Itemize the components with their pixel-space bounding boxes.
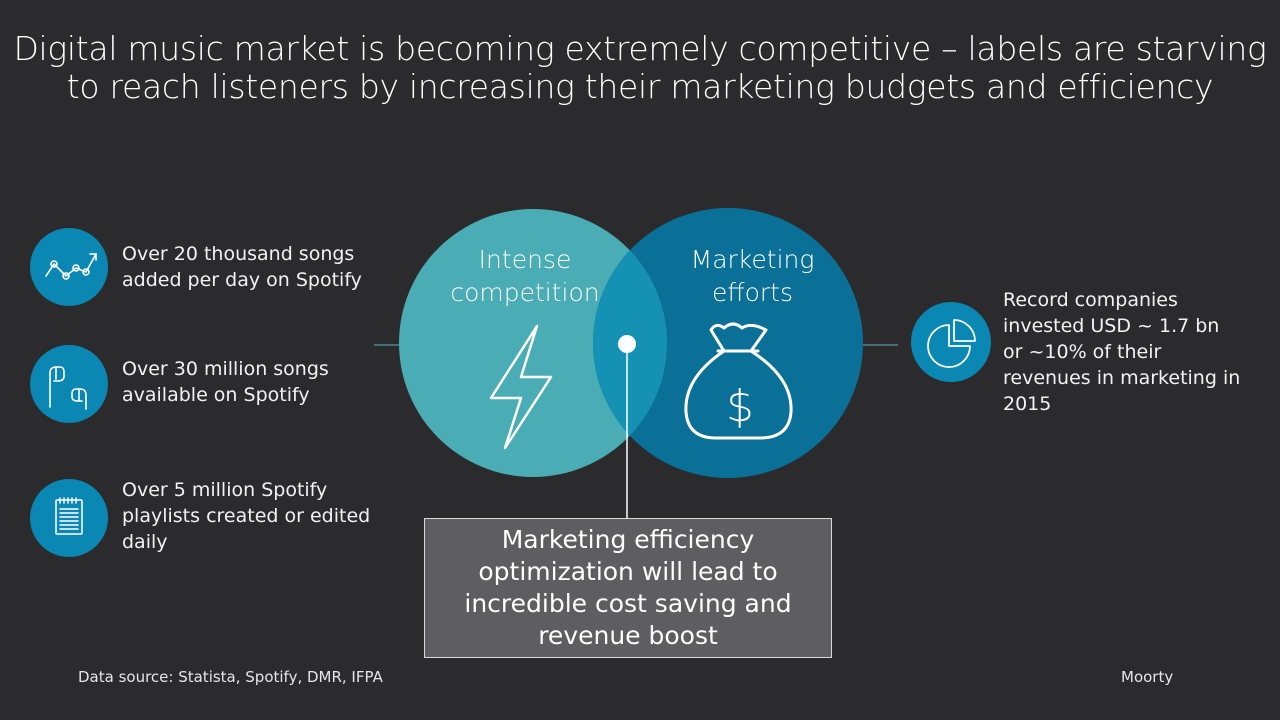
venn-right-label: Marketing efforts bbox=[690, 245, 815, 307]
pie-chart-icon bbox=[911, 302, 991, 382]
slide-title: Digital music market is becoming extreme… bbox=[13, 29, 1267, 106]
brand-name: Moorty bbox=[1121, 668, 1174, 686]
line-chart-icon bbox=[30, 228, 108, 306]
stat-text: Over 5 million Spotify playlists created… bbox=[122, 479, 371, 553]
right-stat-text: Record companies invested USD ~ 1.7 bn o… bbox=[1003, 289, 1241, 415]
venn-left-circle bbox=[399, 209, 667, 477]
venn-right-circle bbox=[593, 208, 863, 478]
data-source: Data source: Statista, Spotify, DMR, IFP… bbox=[78, 668, 383, 686]
venn-left-label: Intense competition bbox=[450, 245, 600, 307]
lightning-icon bbox=[489, 324, 553, 450]
overlap-dot bbox=[618, 335, 636, 353]
notepad-icon bbox=[30, 479, 108, 557]
stat-text: Over 20 thousand songs added per day on … bbox=[122, 243, 362, 291]
earphones-icon bbox=[30, 345, 108, 423]
money-bag-icon bbox=[684, 322, 793, 440]
dollar-sign-icon: $ bbox=[726, 381, 754, 432]
stat-text: Over 30 million songs available on Spoti… bbox=[122, 358, 329, 406]
callout-box: Marketing efficiency optimization will l… bbox=[424, 518, 832, 658]
